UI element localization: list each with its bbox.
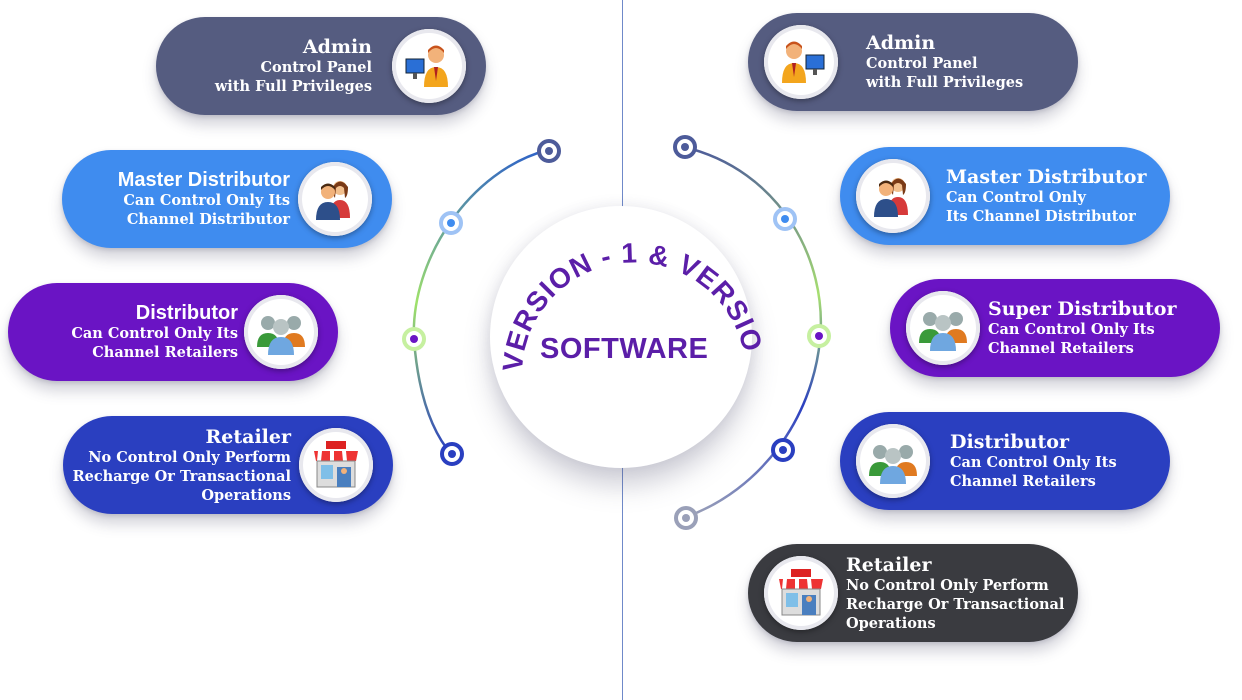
connector-dot	[773, 207, 797, 231]
connector-dot	[807, 324, 831, 348]
role-description: No Control Only Perform	[846, 576, 1049, 594]
role-description: No Control Only Perform	[88, 448, 291, 466]
v1-master-distributor-card: Master Distributor Can Control Only Its …	[62, 150, 392, 248]
role-title: Distributor	[135, 302, 238, 324]
admin-computer-icon	[392, 29, 466, 103]
connector-dot	[537, 139, 561, 163]
users-pair-icon	[298, 162, 372, 236]
software-label: SOFTWARE	[540, 333, 709, 365]
role-description: Channel Retailers	[92, 344, 238, 361]
role-description: Can Control Only	[946, 189, 1086, 206]
role-title: Retailer	[846, 553, 932, 576]
role-description: Its Channel Distributor	[946, 208, 1136, 225]
role-description: with Full Privileges	[866, 74, 1024, 91]
role-title: Super Distributor	[988, 298, 1177, 320]
v1-distributor-card: Distributor Can Control Only Its Channel…	[8, 283, 338, 381]
role-title: Distributor	[950, 431, 1069, 453]
role-title: Retailer	[205, 425, 292, 448]
users-pair-icon	[856, 159, 930, 233]
shop-icon	[299, 428, 373, 502]
role-description: Operations	[201, 486, 291, 504]
role-description: Channel Retailers	[950, 473, 1096, 490]
role-description: with Full Privileges	[214, 78, 372, 95]
role-title: Admin	[866, 32, 936, 54]
v2-distributor-card: Distributor Can Control Only Its Channel…	[840, 412, 1170, 510]
role-description: Can Control Only Its	[123, 192, 290, 209]
users-group-icon	[856, 424, 930, 498]
role-description: Operations	[846, 614, 936, 632]
v1-retailer-card: Retailer No Control Only Perform Recharg…	[63, 416, 393, 514]
connector-dot	[771, 438, 795, 462]
connector-dot	[673, 135, 697, 159]
software-center-circle	[490, 206, 752, 468]
role-title: Master Distributor	[117, 169, 290, 191]
v1-admin-card: Admin Control Panel with Full Privileges	[156, 17, 486, 115]
role-description: Recharge Or Transactional	[846, 595, 1065, 613]
role-description: Can Control Only Its	[71, 325, 238, 342]
connector-dot	[674, 506, 698, 530]
role-description: Control Panel	[260, 59, 372, 76]
role-description: Channel Retailers	[988, 340, 1134, 357]
connector-dot	[440, 442, 464, 466]
v2-super-distributor-card: Super Distributor Can Control Only Its C…	[890, 279, 1220, 377]
v2-retailer-card: Retailer No Control Only Perform Recharg…	[748, 544, 1078, 642]
role-description: Can Control Only Its	[950, 454, 1117, 471]
admin-computer-icon	[764, 25, 838, 99]
role-description: Channel Distributor	[126, 211, 290, 228]
role-title: Admin	[302, 36, 372, 58]
v2-admin-card: Admin Control Panel with Full Privileges	[748, 13, 1078, 111]
role-title: Master Distributor	[946, 166, 1147, 188]
users-group-icon	[906, 291, 980, 365]
role-description: Recharge Or Transactional	[72, 467, 291, 485]
connector-dot	[439, 211, 463, 235]
v2-master-distributor-card: Master Distributor Can Control Only Its …	[840, 147, 1170, 245]
users-group-icon	[244, 295, 318, 369]
connector-dot	[402, 327, 426, 351]
shop-icon	[764, 556, 838, 630]
role-description: Can Control Only Its	[988, 321, 1155, 338]
role-description: Control Panel	[866, 55, 978, 72]
